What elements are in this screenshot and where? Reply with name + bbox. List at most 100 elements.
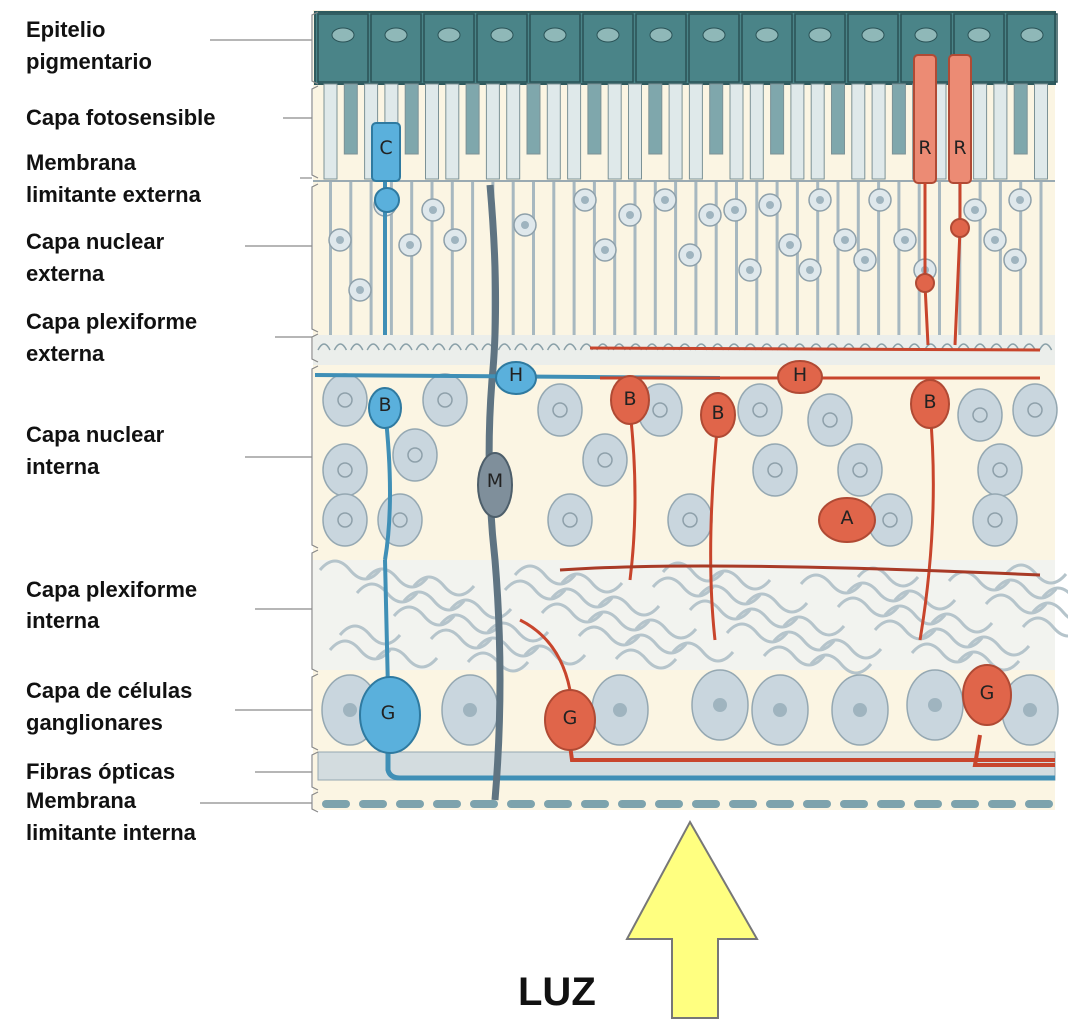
inner-membrane-dash xyxy=(803,800,831,808)
label-plexiforme-interna-2: interna xyxy=(26,605,99,636)
cone-nucleus xyxy=(375,188,399,212)
inner-membrane-dash xyxy=(470,800,498,808)
inner-nuclear-cell xyxy=(753,444,797,496)
outer-nucleus-dot xyxy=(786,241,794,249)
ganglion-nucleus xyxy=(713,698,727,712)
label-plexiforme-externa-1: Capa plexiforme xyxy=(26,306,197,337)
rod-segment xyxy=(872,84,885,179)
label-plexiforme-interna-1: Capa plexiforme xyxy=(26,574,197,605)
bipolar-red-1-letter: B xyxy=(623,388,636,410)
pigment-epithelium xyxy=(315,12,1057,84)
outer-nucleus-dot xyxy=(746,266,754,274)
rod-segment xyxy=(669,84,682,179)
rod-segment xyxy=(568,84,581,179)
bipolar-red-3-letter: B xyxy=(923,391,936,413)
ganglion-nucleus xyxy=(1023,703,1037,717)
label-plexiforme-externa-2: externa xyxy=(26,338,104,369)
inner-membrane-dash xyxy=(877,800,905,808)
label-fibras: Fibras ópticas xyxy=(26,756,175,787)
label-limitante-interna-1: Membrana xyxy=(26,785,136,816)
inner-nuclear-cell xyxy=(958,389,1002,441)
inner-membrane-dash xyxy=(766,800,794,808)
inner-membrane-dash xyxy=(322,800,350,808)
rod-segment xyxy=(426,84,439,179)
pigment-nucleus xyxy=(650,28,672,42)
inner-membrane-dash xyxy=(951,800,979,808)
cone-segment xyxy=(466,84,479,154)
horizontal-blue-letter: H xyxy=(509,364,523,386)
inner-membrane-dash xyxy=(914,800,942,808)
cone-segment xyxy=(832,84,845,154)
inner-nuclear-cell xyxy=(323,494,367,546)
cone-segment xyxy=(405,84,418,154)
label-epitelio-2: pigmentario xyxy=(26,46,152,77)
inner-membrane-dash xyxy=(433,800,461,808)
light-arrow xyxy=(627,822,757,1018)
outer-nucleus-dot xyxy=(1011,256,1019,264)
label-nuclear-externa-2: externa xyxy=(26,258,104,289)
rod-segment xyxy=(974,84,987,179)
rod-segment xyxy=(1035,84,1048,179)
light-arrow-shape xyxy=(627,822,757,1018)
inner-nuclear-cell xyxy=(548,494,592,546)
inner-nuclear-cell xyxy=(978,444,1022,496)
inner-nuclear-cell xyxy=(808,394,852,446)
pigment-nucleus xyxy=(703,28,725,42)
inner-membrane-dash xyxy=(618,800,646,808)
inner-nuclear-cell xyxy=(668,494,712,546)
rod-1-letter: R xyxy=(918,137,931,159)
outer-nucleus-dot xyxy=(876,196,884,204)
cone-segment xyxy=(588,84,601,154)
inner-nuclear-cell xyxy=(738,384,782,436)
pigment-nucleus xyxy=(385,28,407,42)
pigment-nucleus xyxy=(438,28,460,42)
inner-nuclear-cell xyxy=(973,494,1017,546)
rod-cell-1 xyxy=(914,55,936,183)
rod-2-letter: R xyxy=(953,137,966,159)
inner-membrane-dash xyxy=(840,800,868,808)
rod-segment xyxy=(446,84,459,179)
rod-segment xyxy=(994,84,1007,179)
cone-segment xyxy=(649,84,662,154)
rod-segment xyxy=(730,84,743,179)
rod-segment xyxy=(486,84,499,179)
inner-plexiform-layer xyxy=(313,560,1068,673)
pigment-nucleus xyxy=(862,28,884,42)
outer-nucleus-dot xyxy=(581,196,589,204)
rod-segment xyxy=(608,84,621,179)
label-nuclear-interna-2: interna xyxy=(26,451,99,482)
rod-segment xyxy=(507,84,520,179)
outer-nucleus-dot xyxy=(901,236,909,244)
label-ganglionares-1: Capa de células xyxy=(26,675,192,706)
amacrine-letter: A xyxy=(841,507,854,529)
rod-segment xyxy=(811,84,824,179)
outer-nucleus-dot xyxy=(451,236,459,244)
outer-nucleus-dot xyxy=(806,266,814,274)
rod-segment xyxy=(324,84,337,179)
outer-nucleus-dot xyxy=(1016,196,1024,204)
bipolar-red-2-letter: B xyxy=(711,402,724,424)
rod-segment xyxy=(750,84,763,179)
cone-segment xyxy=(710,84,723,154)
outer-nucleus-dot xyxy=(601,246,609,254)
ganglion-nucleus xyxy=(928,698,942,712)
pigment-nucleus xyxy=(968,28,990,42)
outer-nucleus-dot xyxy=(356,286,364,294)
inner-nuclear-cell xyxy=(323,444,367,496)
ganglion-nucleus xyxy=(463,703,477,717)
inner-membrane-dash xyxy=(988,800,1016,808)
rod-cell-2 xyxy=(949,55,971,183)
cone-segment xyxy=(344,84,357,154)
outer-nucleus-dot xyxy=(406,241,414,249)
cone-segment xyxy=(1014,84,1027,154)
bipolar-blue-letter: B xyxy=(378,394,391,416)
outer-nucleus-dot xyxy=(991,236,999,244)
inner-membrane-dash xyxy=(692,800,720,808)
inner-nuclear-cell xyxy=(538,384,582,436)
rod-nucleus-2 xyxy=(916,274,934,292)
outer-nucleus-dot xyxy=(706,211,714,219)
ganglion-nucleus xyxy=(853,703,867,717)
outer-nucleus-dot xyxy=(521,221,529,229)
outer-nucleus-dot xyxy=(686,251,694,259)
pigment-nucleus xyxy=(915,28,937,42)
